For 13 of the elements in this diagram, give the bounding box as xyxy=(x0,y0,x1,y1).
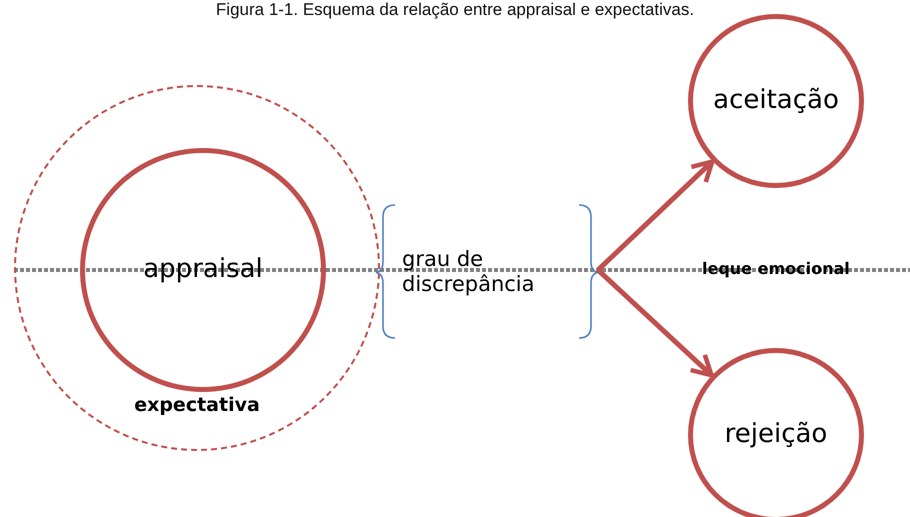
circle-node xyxy=(688,348,864,517)
figure-title: Figura 1-1. Esquema da relação entre appraisal e expectativas. xyxy=(214,0,696,20)
dashed-circle xyxy=(14,85,380,451)
axis-label: leque emocional xyxy=(702,259,850,278)
bracketed-text xyxy=(375,203,599,340)
arrow xyxy=(596,159,714,272)
arrow xyxy=(596,268,714,378)
node-label: rejeição xyxy=(724,420,828,450)
node-label: expectativa xyxy=(134,395,260,417)
node-label: appraisal xyxy=(143,255,263,285)
node-label: aceitação xyxy=(713,86,839,116)
circle-node xyxy=(80,148,326,392)
node-label: grau de discrepância xyxy=(402,247,535,296)
